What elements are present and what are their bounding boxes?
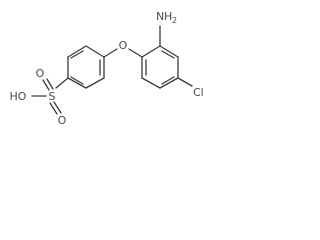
s-o-double-bond-bottom-b xyxy=(53,101,62,114)
sulfur-label: S xyxy=(49,90,56,103)
sulfur-ring-bond xyxy=(55,77,69,89)
ether-oxygen-label: O xyxy=(119,39,128,52)
sulfonyl-oxygen-bottom-label: O xyxy=(58,114,67,127)
s-o-double-bond-top-a xyxy=(42,79,50,91)
left-benzene-ring xyxy=(67,45,105,89)
chloro-bond xyxy=(177,77,193,87)
amine-subscript-label: 2 xyxy=(172,16,177,25)
amine-hydrogen-label: H xyxy=(164,10,172,23)
hydroxyl-label: HO xyxy=(10,90,27,103)
right-benzene-ring xyxy=(141,45,179,89)
chlorine-label: Cl xyxy=(193,86,204,99)
ether-bond-left xyxy=(103,48,118,58)
ether-bond-right xyxy=(128,48,143,58)
s-o-double-bond-top-b xyxy=(46,78,54,90)
sulfonyl-oxygen-top-label: O xyxy=(36,67,45,80)
chemical-structure: O N H 2 Cl S O O HO xyxy=(10,10,204,127)
amine-nitrogen-label: N xyxy=(156,10,164,23)
s-o-double-bond-bottom-a xyxy=(49,102,58,115)
